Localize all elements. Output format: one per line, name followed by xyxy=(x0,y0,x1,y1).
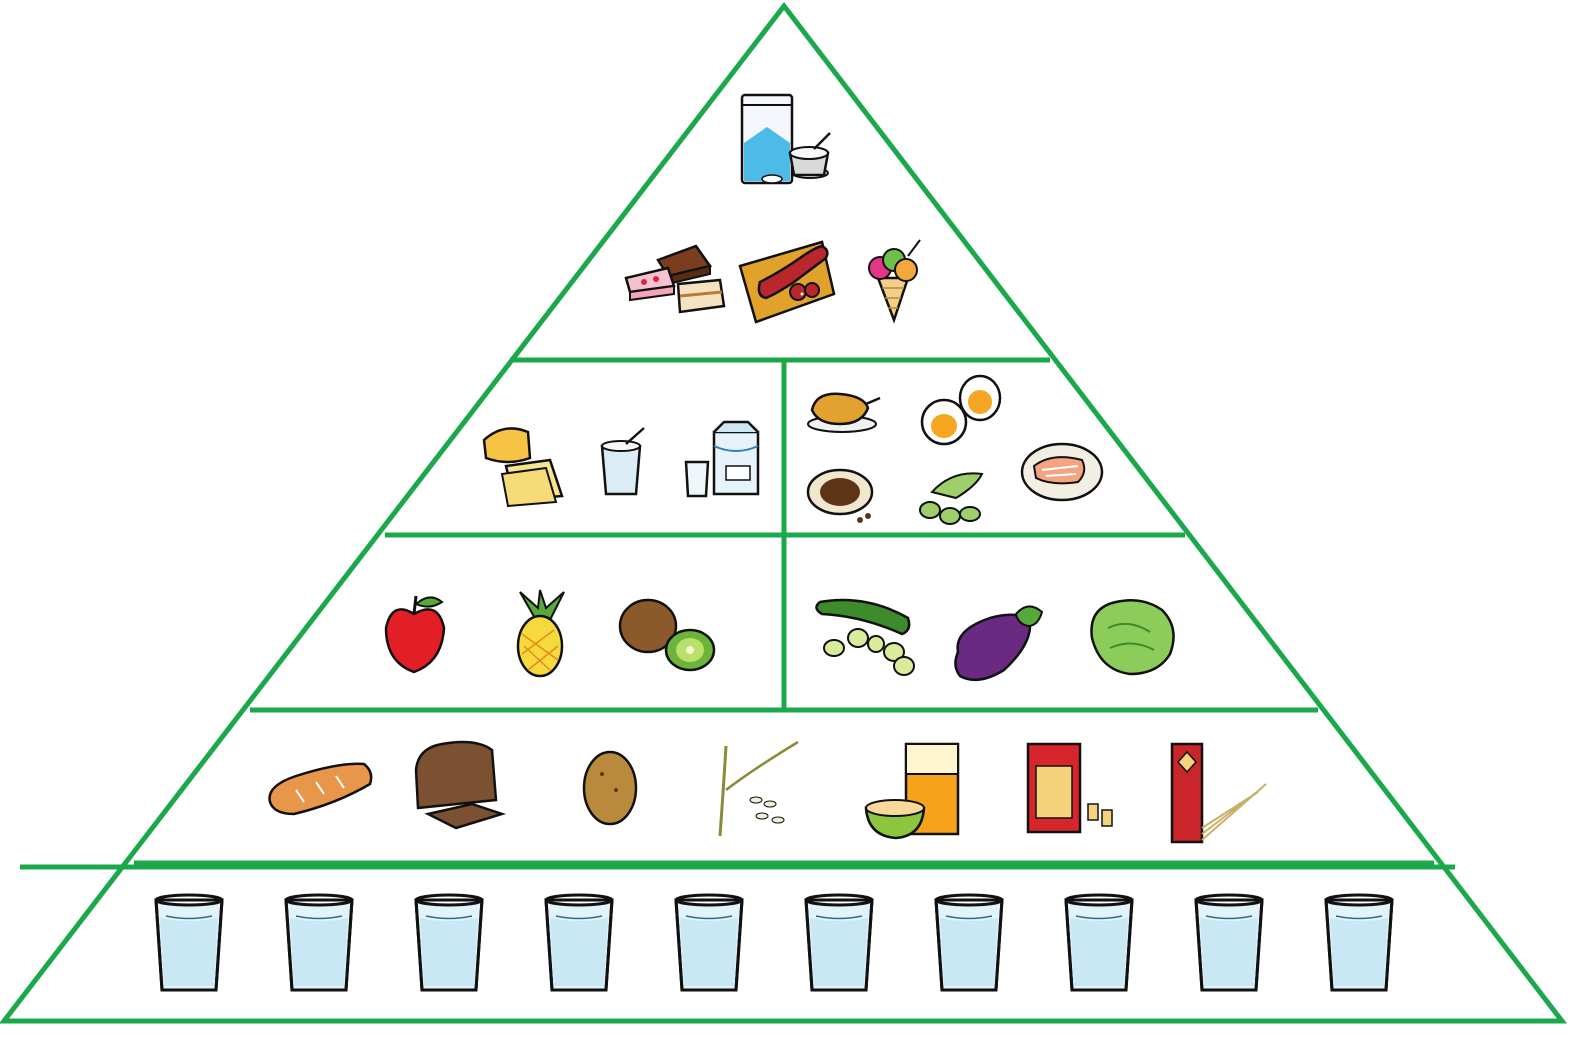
zucchini-icon xyxy=(815,598,915,676)
pyramid-outline xyxy=(0,1,1568,1024)
cheese-icon xyxy=(482,427,564,508)
water-glass-icon xyxy=(1324,893,1394,992)
chicken-icon xyxy=(807,392,881,433)
baguette-icon xyxy=(268,762,373,816)
water-glass-icon xyxy=(544,893,614,992)
water-glass-icon xyxy=(934,893,1004,992)
lettuce-icon xyxy=(1090,599,1175,676)
water-glass-icon xyxy=(284,893,354,992)
brown-bread-icon xyxy=(414,740,507,830)
apple-icon xyxy=(384,595,446,674)
eggplant-icon xyxy=(954,605,1044,682)
potato-icon xyxy=(582,750,638,826)
rice-icon xyxy=(718,740,799,837)
water-glass-icon xyxy=(1194,893,1264,992)
sugar-salt-icon xyxy=(740,93,831,185)
water-glass-icon xyxy=(804,893,874,992)
water-glass-icon xyxy=(674,893,744,992)
spaghetti-icon xyxy=(1170,742,1267,844)
lentils-icon xyxy=(806,468,874,523)
water-glass-icon xyxy=(154,893,224,992)
cereal-icon xyxy=(864,742,960,840)
beans-icon xyxy=(919,472,984,525)
pasta-icon xyxy=(1026,742,1113,834)
sausage-icon xyxy=(738,240,836,324)
water-glass-icon xyxy=(414,893,484,992)
fish-icon xyxy=(1020,442,1104,502)
pyramid-border xyxy=(0,1,1568,1024)
kiwi-icon xyxy=(618,598,716,672)
ice-cream-icon xyxy=(868,239,921,324)
cakes-icon xyxy=(624,244,726,314)
milk-icon xyxy=(684,420,760,498)
water-glass-icon xyxy=(1064,893,1134,992)
yogurt-icon xyxy=(600,427,645,496)
water-glasses-row xyxy=(154,893,1394,992)
eggs-icon xyxy=(920,374,1002,446)
pineapple-icon xyxy=(516,589,565,678)
